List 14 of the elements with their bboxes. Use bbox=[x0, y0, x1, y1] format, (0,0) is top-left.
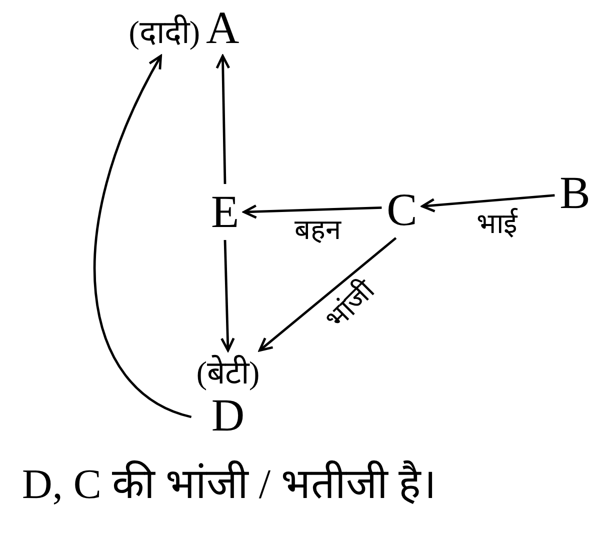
arrow bbox=[258, 237, 397, 352]
arrow bbox=[216, 54, 230, 184]
arrow bbox=[242, 204, 382, 219]
relation-label: (बेटी) bbox=[196, 355, 260, 391]
arrow bbox=[421, 194, 555, 212]
person-letter: B bbox=[560, 170, 590, 216]
relation-label: (दादी) bbox=[128, 15, 200, 50]
person-letter: D bbox=[211, 392, 245, 439]
person-letter: A bbox=[206, 5, 240, 51]
person-letter: E bbox=[210, 189, 240, 235]
arrow bbox=[220, 240, 235, 352]
curved-arrow bbox=[94, 54, 192, 418]
person-letter: C bbox=[386, 187, 418, 233]
caption: D, C की भांजी / भतीजी है। bbox=[22, 460, 437, 510]
